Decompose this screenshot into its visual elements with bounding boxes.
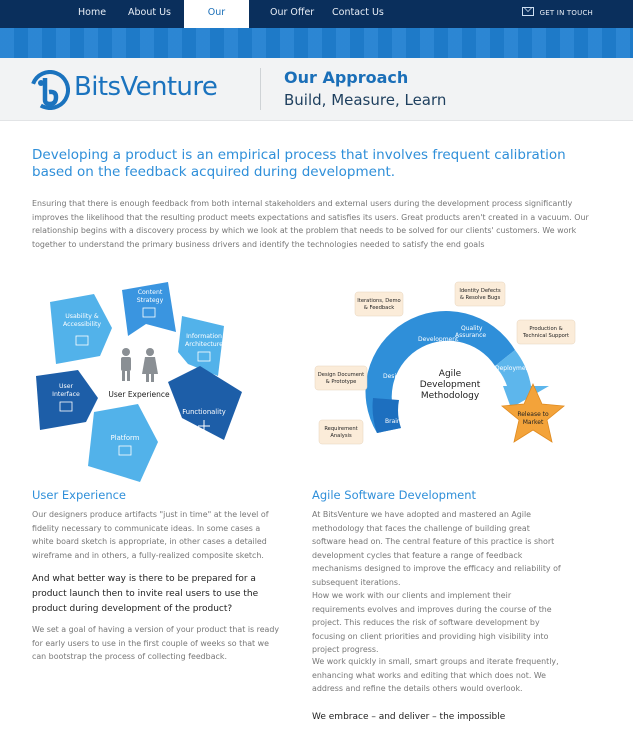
segment-content-strategy	[122, 282, 176, 336]
agile-paragraph-2: How we work with our clients and impleme…	[312, 591, 552, 654]
agile-paragraph-3: We work quickly in small, smart groups a…	[312, 657, 559, 693]
login-icon	[75, 335, 89, 346]
document-icon	[142, 307, 156, 318]
segment-functionality	[168, 366, 242, 440]
people-icon	[121, 348, 158, 382]
cycle-arc	[365, 311, 515, 433]
svg-text:Identity Defects: Identity Defects	[459, 288, 501, 294]
svg-text:Production &: Production &	[529, 326, 562, 332]
callout-design-doc: Design Document & Prototype	[314, 365, 368, 391]
label-usability: Usability &	[65, 313, 99, 320]
nav-our-offer[interactable]: Our Offer	[270, 7, 315, 18]
svg-text:& Feedback: & Feedback	[364, 305, 394, 311]
callout-iterations: Iterations, Demo & Feedback	[354, 291, 404, 317]
label-strategy: Strategy	[137, 297, 164, 304]
label-content: Content	[138, 289, 163, 296]
agile-paragraph-1: At BitsVenture we have adopted and maste…	[312, 510, 561, 587]
agile-tagline: We embrace – and deliver – the impossibl…	[312, 712, 506, 722]
svg-text:& Prototype: & Prototype	[326, 379, 357, 385]
logo-text[interactable]: BitsVenture	[74, 72, 218, 102]
phase-assurance: Assurance	[455, 332, 486, 339]
nav-home[interactable]: Home	[78, 7, 107, 18]
svg-text:& Resolve Bugs: & Resolve Bugs	[460, 295, 501, 301]
logo-icon	[30, 70, 70, 110]
cycle-start	[372, 398, 401, 433]
get-in-touch-link[interactable]: GET IN TOUCH	[521, 0, 593, 28]
svg-text:Analysis: Analysis	[330, 433, 352, 439]
label-platform: Platform	[111, 434, 140, 442]
svg-text:Technical Support: Technical Support	[522, 333, 569, 339]
agile-center-2: Development	[420, 380, 481, 390]
phase-brainstorm: Brainstorm	[385, 418, 418, 425]
label-information: Information	[186, 333, 222, 340]
agile-center-1: Agile	[439, 369, 462, 379]
release-star-icon	[500, 383, 566, 443]
user-experience-diagram: Content Strategy Information Architectur…	[36, 282, 242, 482]
header-banner	[0, 28, 633, 58]
svg-text:Requirement: Requirement	[324, 426, 357, 432]
segment-information-architecture	[178, 316, 224, 376]
agile-heading: Agile Software Development	[312, 488, 477, 502]
star-label-2: Market	[523, 419, 544, 426]
window-icon	[59, 401, 73, 412]
label-user: User	[59, 383, 74, 390]
nav-about-us[interactable]: About Us	[128, 7, 172, 18]
label-accessibility: Accessibility	[63, 321, 101, 328]
phase-deployment: Deployment	[495, 365, 532, 372]
ux-question: And what better way is there to be prepa…	[32, 574, 259, 614]
segment-user-interface	[36, 370, 98, 430]
get-in-touch-label: GET IN TOUCH	[539, 9, 593, 17]
svg-text:Iterations, Demo: Iterations, Demo	[357, 298, 400, 304]
page-subtitle: Build, Measure, Learn	[284, 91, 447, 109]
segment-platform	[88, 404, 158, 482]
envelope-icon	[521, 7, 534, 16]
callout-defects: Identity Defects & Resolve Bugs	[454, 281, 506, 307]
label-architecture: Architecture	[185, 341, 223, 348]
monitor-icon	[118, 445, 132, 456]
ux-center-label: User Experience	[108, 390, 170, 399]
callout-production: Production & Technical Support	[516, 319, 576, 345]
phase-quality: Quality	[461, 325, 483, 332]
nav-our-approach[interactable]: Our Approach	[184, 0, 249, 44]
callout-requirements: Requirement Analysis	[318, 419, 364, 445]
header-divider	[260, 68, 261, 110]
page-title: Our Approach	[284, 68, 409, 87]
lead-statement: Developing a product is an empirical pro…	[32, 147, 566, 180]
label-functionality: Functionality	[182, 408, 226, 416]
star-label-1: Release to	[517, 411, 549, 418]
page-header	[0, 58, 633, 121]
nav-contact-us[interactable]: Contact Us	[332, 7, 384, 18]
svg-text:Design Document: Design Document	[318, 372, 364, 378]
ux-paragraph-1: Our designers produce artifacts "just in…	[32, 510, 269, 560]
agile-center-3: Methodology	[421, 391, 480, 401]
network-icon	[198, 420, 210, 430]
top-navigation: Home About Us Our Approach Our Offer Con…	[0, 0, 633, 44]
ux-paragraph-2: We set a goal of having a version of you…	[32, 625, 280, 661]
phase-design: Design	[383, 373, 404, 380]
intro-paragraph: Ensuring that there is enough feedback f…	[32, 199, 589, 249]
ux-heading: User Experience	[32, 488, 126, 502]
segment-usability	[50, 294, 112, 364]
phase-development: Development	[418, 336, 459, 343]
label-interface: Interface	[52, 391, 80, 398]
agile-methodology-diagram: Development Quality Assurance Deployment…	[314, 281, 576, 445]
sitemap-icon	[197, 351, 211, 362]
